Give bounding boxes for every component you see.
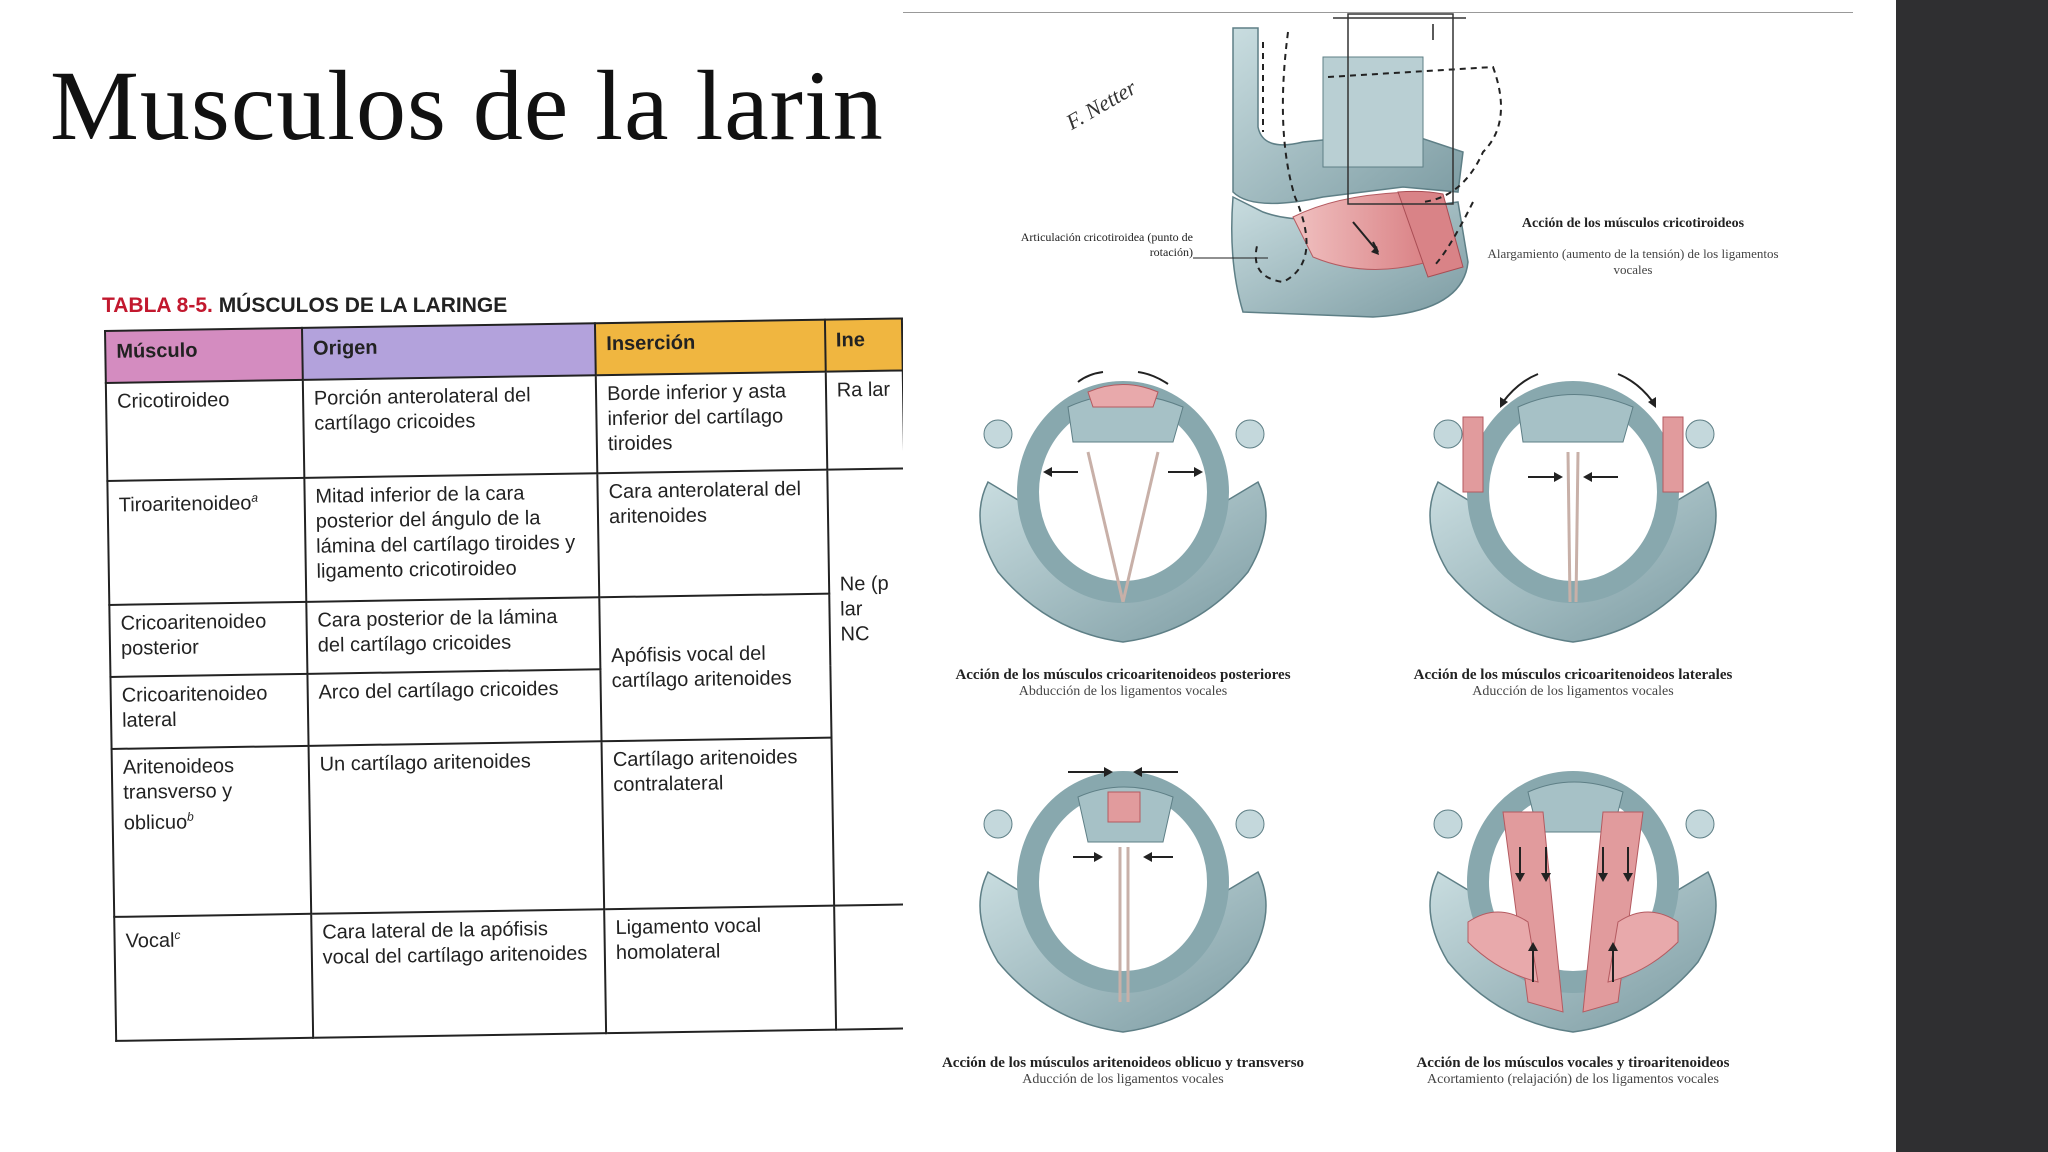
larynx-muscle-actions-figure: F. Netter: [903, 12, 1896, 1152]
cell-insercion: Ligamento vocal homolateral: [604, 905, 836, 1034]
header-musculo: Músculo: [105, 327, 303, 383]
panel1-subtitle: Abducción de los ligamentos vocales: [1018, 684, 1228, 699]
panel4-caption: Acción de los músculos vocales y tiroari…: [1343, 1055, 1803, 1088]
joint-label: Articulación cricotiroidea (punto de rot…: [1020, 230, 1193, 259]
slide: Musculos de la larin TABLA 8-5. MÚSCULOS…: [50, 12, 1896, 1152]
panel4-subtitle: Acortamiento (relajación) de los ligamen…: [1427, 1072, 1719, 1087]
panel3-title: Acción de los músculos aritenoideos obli…: [941, 1055, 1305, 1071]
footnote-mark: c: [174, 927, 181, 942]
cell-musculo: Tiroaritenoideoa: [107, 477, 307, 605]
cell-musculo-text: Tiroaritenoideo: [118, 492, 252, 517]
panel4-title: Acción de los músculos vocales y tiroari…: [1416, 1055, 1730, 1071]
table-caption: TABLA 8-5. MÚSCULOS DE LA LARINGE: [102, 294, 507, 318]
cell-inervacion: Ne (p lar NC: [826, 468, 903, 906]
table-caption-number: TABLA 8-5.: [102, 294, 213, 317]
panel-cricoarytenoid-posterior: [979, 371, 1267, 643]
cell-origen: Cara lateral de la apófisis vocal del ca…: [310, 909, 607, 1038]
panel-cricoarytenoid-lateral: [1429, 373, 1717, 643]
cell-inervacion: [833, 904, 903, 1030]
panel1-title: Acción de los músculos cricoaritenoideos…: [955, 667, 1291, 683]
cell-musculo-text: Vocal: [125, 929, 175, 953]
footnote-mark: a: [251, 490, 259, 505]
cell-musculo-text: Aritenoideos transverso y oblicuo: [122, 755, 235, 835]
muscle-table: Músculo Origen Inserción Ine Cricotiroid…: [104, 317, 903, 1041]
cricothyroid-lateral-view: [1193, 13, 1502, 318]
cell-origen: Cara posterior de la lámina del cartílag…: [306, 597, 601, 674]
table-row: Tiroaritenoideoa Mitad inferior de la ca…: [107, 468, 903, 906]
panel2-title: Acción de los músculos cricoaritenoideos…: [1413, 667, 1733, 683]
cell-musculo: Aritenoideos transverso y oblicuob: [111, 745, 311, 917]
panel2-subtitle: Aducción de los ligamentos vocales: [1472, 684, 1674, 699]
table-row: Cricoaritenoideo posterior Cara posterio…: [109, 592, 903, 742]
panel-arytenoid-oblique-transverse: [979, 767, 1267, 1033]
table-caption-text: MÚSCULOS DE LA LARINGE: [218, 294, 508, 317]
slide-title: Musculos de la larin: [50, 50, 884, 161]
caption-title: Acción de los músculos cricotiroideos: [1521, 216, 1745, 231]
cell-inervacion: Ra lar: [825, 370, 903, 470]
table-row: Vocalc Cara lateral de la apófisis vocal…: [114, 904, 903, 1041]
cell-origen: Un cartílago aritenoides: [308, 741, 605, 914]
cell-origen: Arco del cartílago cricoides: [307, 669, 602, 746]
presentation-side-bar: [1896, 0, 2048, 1152]
cell-musculo: Cricoaritenoideo lateral: [110, 673, 309, 749]
footnote-mark: b: [186, 809, 194, 824]
panel-vocal-thyroarytenoid: [1429, 771, 1717, 1033]
cell-musculo: Cricotiroideo: [105, 379, 305, 481]
cell-insercion: Borde inferior y asta inferior del cartí…: [595, 371, 827, 474]
panel1-caption: Acción de los músculos cricoaritenoideos…: [903, 667, 1343, 700]
header-origen: Origen: [301, 323, 596, 380]
cell-musculo: Vocalc: [114, 913, 313, 1041]
cell-insercion: Apófisis vocal del cartílago aritenoides: [599, 593, 832, 742]
cell-origen: Mitad inferior de la cara posterior del …: [304, 473, 600, 602]
cricothyroid-action-caption: Acción de los músculos cricotiroideos Al…: [1483, 216, 1783, 278]
header-inervacion: Ine: [824, 318, 903, 372]
caption-subtitle: Alargamiento (aumento de la tensión) de …: [1487, 246, 1779, 277]
header-insercion: Inserción: [594, 319, 826, 376]
figure-top-border: [903, 12, 1853, 13]
cell-origen: Porción anterolateral del cartílago cric…: [302, 375, 598, 478]
cell-insercion: Cara anterolateral del aritenoides: [597, 469, 829, 598]
panel3-caption: Acción de los músculos aritenoideos obli…: [903, 1055, 1343, 1088]
muscle-table-image: TABLA 8-5. MÚSCULOS DE LA LARINGE Múscul…: [96, 280, 903, 1060]
panel2-caption: Acción de los músculos cricoaritenoideos…: [1343, 667, 1803, 700]
cell-insercion: Cartílago aritenoides contralateral: [601, 737, 834, 910]
table-row: Aritenoideos transverso y oblicuob Un ca…: [111, 736, 903, 917]
cell-musculo: Cricoaritenoideo posterior: [109, 601, 308, 677]
table-row: Cricotiroideo Porción anterolateral del …: [105, 370, 903, 481]
panel3-subtitle: Aducción de los ligamentos vocales: [1022, 1072, 1224, 1087]
